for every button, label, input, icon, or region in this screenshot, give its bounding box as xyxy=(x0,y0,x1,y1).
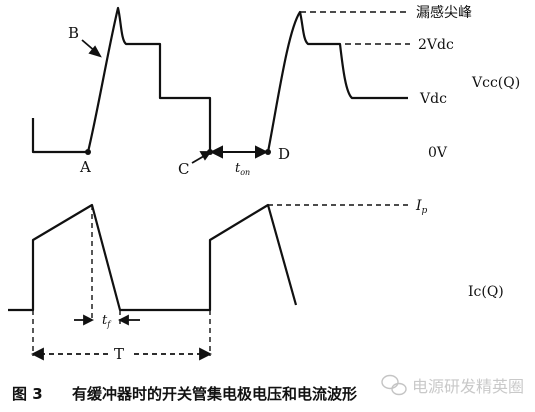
t-on-interval xyxy=(209,145,269,159)
vcc-reference-lines xyxy=(300,11,410,45)
label-two-vdc: 2Vdc xyxy=(418,37,454,53)
tf-arrow-left-head xyxy=(83,314,95,326)
label-ic-q: Ic(Q) xyxy=(468,284,504,300)
label-t-f-main: t xyxy=(102,313,108,328)
watermark-text: 电源研发精英圈 xyxy=(412,377,524,396)
period-arrow-right xyxy=(199,347,213,361)
t-on-arrow-right xyxy=(255,145,269,159)
ic-reference-lines xyxy=(32,204,408,356)
vcc-trace-second-cycle xyxy=(266,10,408,153)
label-point-c: C xyxy=(178,160,189,178)
pointer-c-head xyxy=(199,151,212,161)
caption-title: 有缓冲器时的开关管集电极电压和电流波形 xyxy=(72,385,357,403)
label-vcc-q: Vcc(Q) xyxy=(471,75,520,91)
vcc-waveform xyxy=(31,6,408,154)
period-interval xyxy=(30,347,213,361)
label-i-p-main: I xyxy=(415,198,422,214)
point-a-dot xyxy=(85,149,91,155)
label-period: T xyxy=(114,345,124,363)
tf-interval xyxy=(74,314,140,326)
pointer-c-line xyxy=(191,155,205,164)
period-arrow-left xyxy=(30,347,44,361)
t-on-arrow-left xyxy=(209,145,223,159)
tf-arrow-right-head xyxy=(117,314,129,326)
ic-trace-first-cycle xyxy=(8,203,298,312)
label-i-p-sub: p xyxy=(422,206,428,216)
label-point-b: B xyxy=(68,24,79,42)
point-d-dot xyxy=(265,149,271,155)
label-point-d: D xyxy=(278,145,290,163)
label-zero-v: 0V xyxy=(428,145,448,161)
label-t-f: tf xyxy=(102,313,112,329)
vcc-trace-first-cycle xyxy=(31,6,212,154)
label-t-on-sub: on xyxy=(240,168,250,177)
pointer-arrows xyxy=(81,39,212,164)
label-leak-spike: 漏感尖峰 xyxy=(416,4,472,21)
label-t-f-sub: f xyxy=(106,320,112,329)
pointer-b-head xyxy=(88,45,102,58)
label-t-on: ton xyxy=(235,161,250,177)
label-point-a: A xyxy=(79,158,91,176)
label-vdc: Vdc xyxy=(419,91,447,107)
wechat-icon xyxy=(381,374,407,396)
label-t-on-main: t xyxy=(235,161,241,176)
caption-figure-number: 图 3 xyxy=(12,385,43,403)
ic-waveform xyxy=(8,203,298,312)
label-i-p: Ip xyxy=(415,198,428,216)
